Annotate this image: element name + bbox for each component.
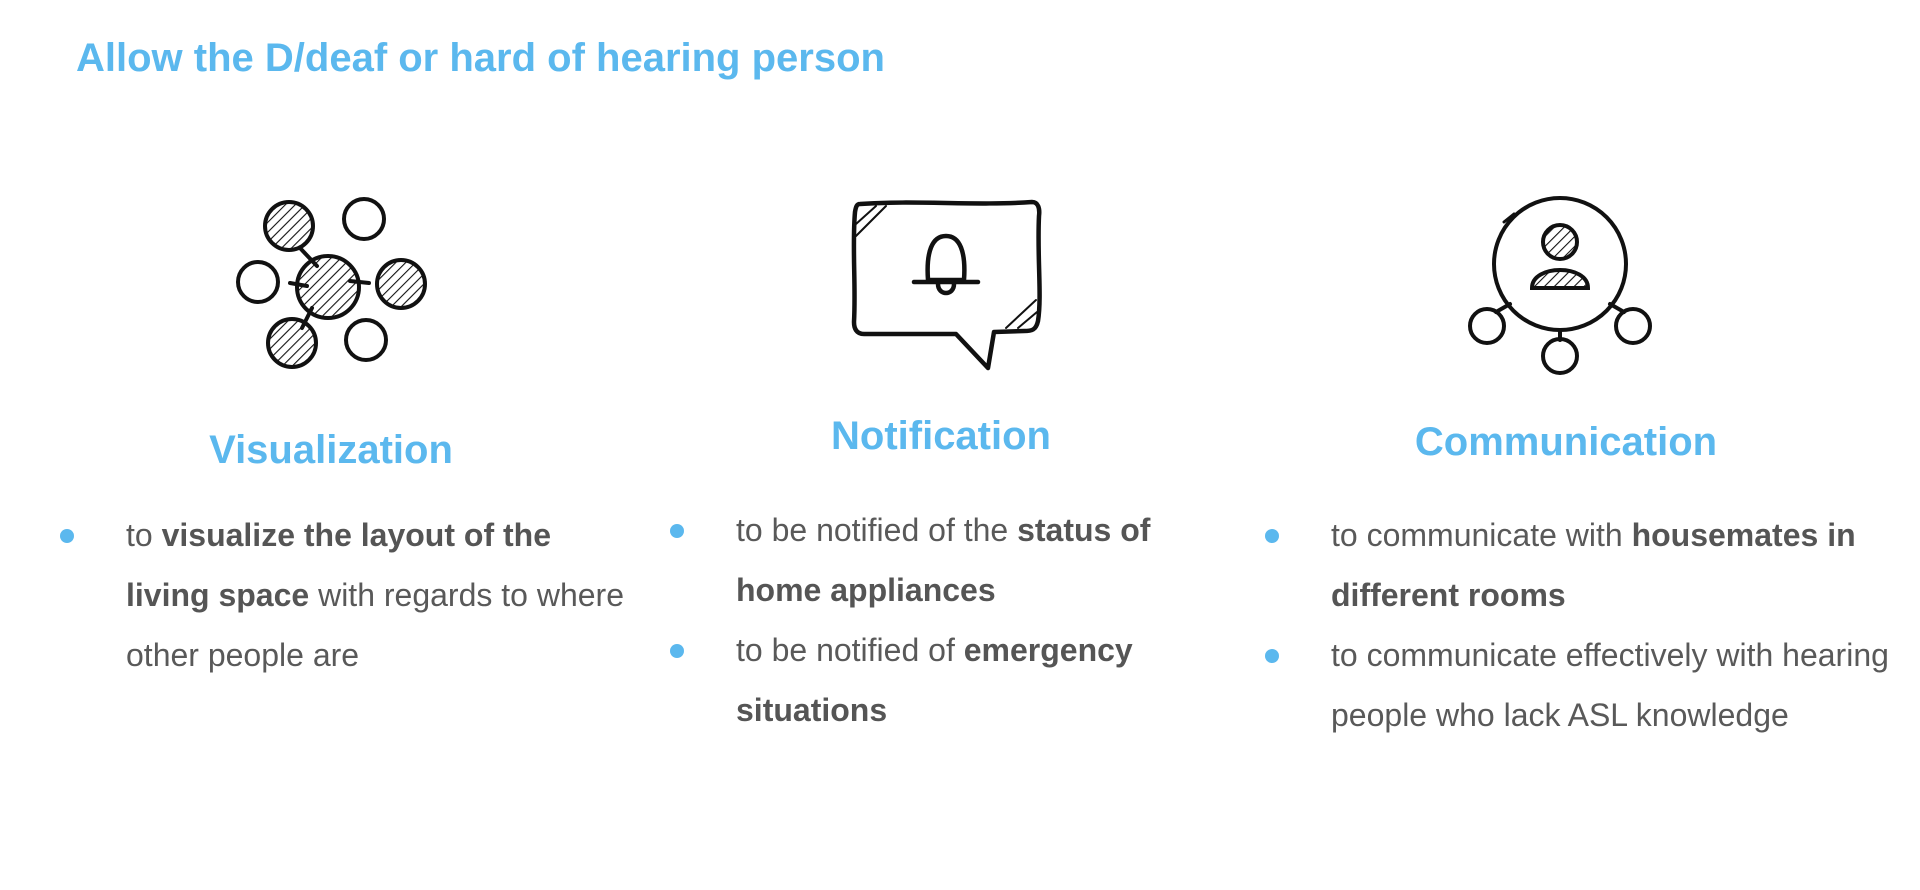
- bullet-icon: [1265, 649, 1279, 663]
- bullet-bold-text: housemates in different rooms: [1331, 517, 1856, 613]
- bullet-icon: [670, 644, 684, 658]
- list-item: to be notified of the status of home app…: [670, 500, 1206, 620]
- list-item: to be notified of emergency situations: [670, 620, 1206, 740]
- bullet-icon: [60, 529, 74, 543]
- bullet-icon: [1265, 529, 1279, 543]
- network-nodes-icon: [232, 188, 432, 373]
- bullet-text: to: [126, 517, 162, 553]
- list-item: to communicate with housemates in differ…: [1265, 505, 1891, 625]
- communication-bullet-list: to communicate with housemates in differ…: [1265, 505, 1891, 745]
- list-item: to visualize the layout of the living sp…: [60, 505, 626, 685]
- bullet-text: to be notified of the: [736, 512, 1018, 548]
- bullet-bold-text: status of home appliances: [736, 512, 1151, 608]
- page-title: Allow the D/deaf or hard of hearing pers…: [76, 36, 885, 80]
- list-item: to communicate effectively with hearing …: [1265, 625, 1891, 745]
- bullet-text: to communicate effectively with hearing …: [1331, 637, 1889, 733]
- chat-bubble-bell-icon: [846, 196, 1046, 376]
- notification-bullet-list: to be notified of the status of home app…: [670, 500, 1206, 740]
- bullet-bold-text: visualize the layout of the living space: [126, 517, 551, 613]
- column-title-visualization: Visualization: [209, 428, 453, 472]
- bullet-text: to communicate with: [1331, 517, 1632, 553]
- user-connections-icon: [1460, 192, 1660, 377]
- visualization-bullet-list: to visualize the layout of the living sp…: [60, 505, 626, 685]
- bullet-icon: [670, 524, 684, 538]
- column-title-communication: Communication: [1414, 420, 1718, 464]
- bullet-bold-text: emergency situations: [736, 632, 1133, 728]
- bullet-text: with regards to where other people are: [126, 577, 624, 673]
- column-title-notification: Notification: [831, 414, 1051, 458]
- bullet-text: to be notified of: [736, 632, 964, 668]
